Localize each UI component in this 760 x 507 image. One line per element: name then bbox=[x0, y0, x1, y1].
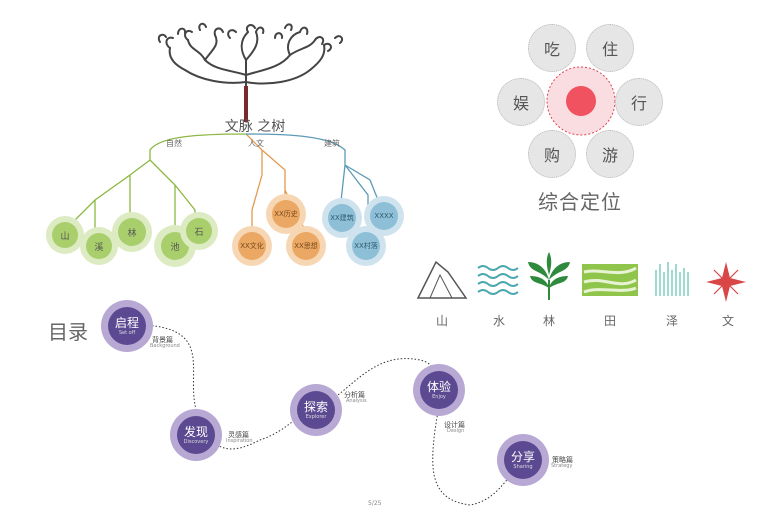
toc-sub-label: 灵感篇 bbox=[228, 431, 249, 439]
element-label-marsh: 泽 bbox=[665, 314, 678, 328]
tree-crown bbox=[157, 22, 344, 91]
toc-title: 目录 bbox=[48, 320, 88, 344]
toc-sub-label-en: Design bbox=[447, 428, 465, 434]
tree-trunk bbox=[244, 86, 248, 122]
leaf-nature: 石 bbox=[180, 212, 218, 250]
toc-sub-label-en: Strategy bbox=[551, 463, 573, 469]
petal-tour: 游 bbox=[586, 130, 634, 178]
toc-path bbox=[144, 324, 526, 506]
branch-label-architecture: 建筑 bbox=[324, 139, 340, 148]
leaf-culture: XX思想 bbox=[286, 226, 326, 266]
leaf-culture: XX文化 bbox=[232, 226, 272, 266]
petal-shop: 购 bbox=[528, 130, 576, 178]
element-label-field: 田 bbox=[603, 314, 616, 328]
element-label-mountain: 山 bbox=[435, 314, 448, 328]
toc-sub-label-en: Background bbox=[150, 343, 180, 349]
leaf-nature: 山 bbox=[46, 216, 84, 254]
flower-center bbox=[566, 86, 596, 116]
toc-sub-label: 策略篇 bbox=[552, 456, 573, 464]
leaf-nature: 林 bbox=[112, 212, 152, 252]
leaf-architecture: XX建筑 bbox=[322, 198, 362, 238]
toc-sub-label-en: Inspiration bbox=[226, 438, 253, 444]
element-label-culture: 文 bbox=[721, 314, 734, 328]
branch-label-culture: 人文 bbox=[248, 139, 264, 148]
leaf-architecture: XXXX bbox=[364, 196, 404, 236]
petal-stay: 住 bbox=[586, 24, 634, 72]
leaf-nature: 溪 bbox=[80, 227, 118, 265]
leaf-architecture: XX村落 bbox=[346, 226, 386, 266]
toc-sub-label: 设计篇 bbox=[444, 421, 465, 429]
petal-entertain: 娱 bbox=[497, 78, 545, 126]
flower-label: 综合定位 bbox=[538, 190, 622, 214]
branch-label-nature: 自然 bbox=[166, 139, 182, 148]
petal-travel: 行 bbox=[615, 78, 663, 126]
petal-eat: 吃 bbox=[528, 24, 576, 72]
element-label-water: 水 bbox=[492, 314, 505, 328]
element-label-forest: 林 bbox=[542, 314, 555, 328]
page-number: 5/25 bbox=[368, 500, 382, 507]
toc-sub-label: 分析篇 bbox=[344, 391, 365, 399]
tree-title: 文脉 之树 bbox=[224, 119, 286, 135]
toc-sub-label-en: Analysis bbox=[346, 398, 367, 404]
toc-sub-label: 背景篇 bbox=[152, 336, 173, 344]
